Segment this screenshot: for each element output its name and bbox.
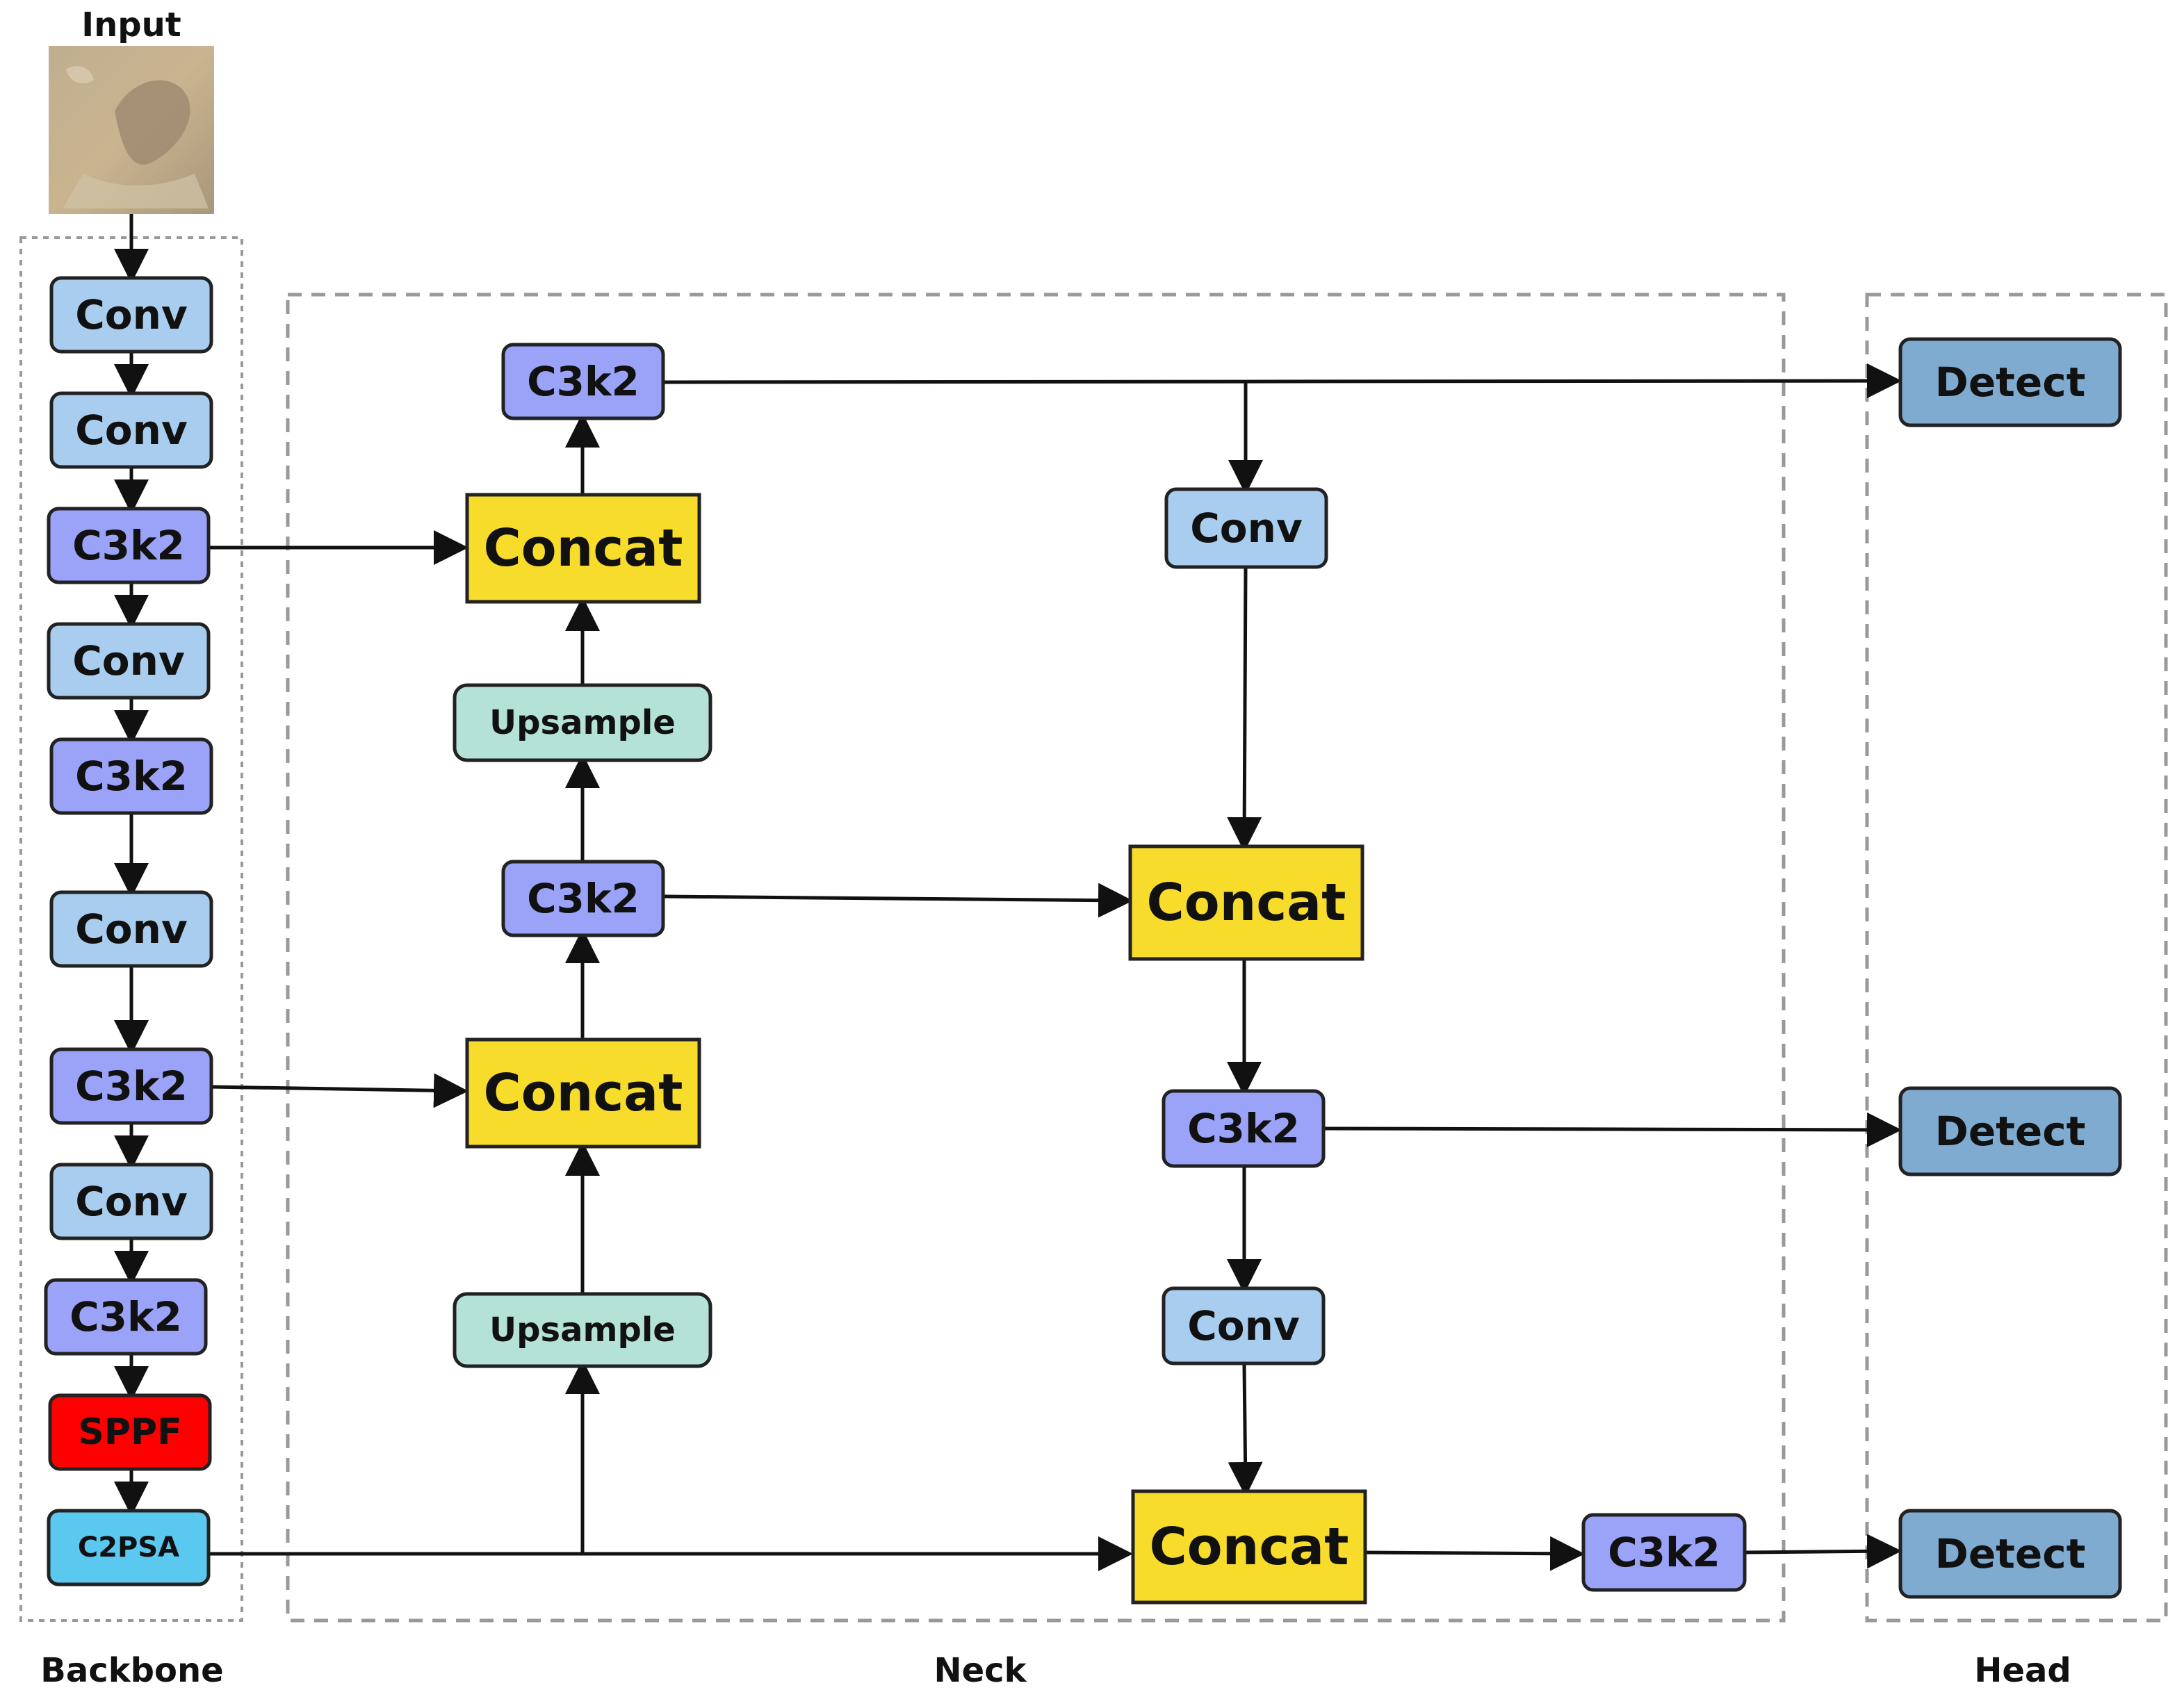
backbone-c3k2-2: C3k2 xyxy=(75,753,188,800)
backbone-c2psa-box xyxy=(47,1509,211,1586)
node-boxes xyxy=(44,276,2122,1605)
head-detect-3: Detect xyxy=(1934,1530,2086,1577)
neck-concat-1-box xyxy=(465,493,701,604)
head-detect-1: Detect xyxy=(1934,359,2086,406)
neck-upsample-1-box xyxy=(453,683,712,762)
neck-c3k2-br: C3k2 xyxy=(1608,1529,1720,1576)
backbone-conv-5-box xyxy=(49,1163,213,1240)
backbone-frame xyxy=(19,236,243,1622)
backbone-conv-2-box xyxy=(49,391,213,469)
neck-conv-r2-box xyxy=(1162,1286,1326,1365)
neck-upsample-2: Upsample xyxy=(489,1311,676,1349)
neck-concat-3: Concat xyxy=(1146,873,1346,933)
neck-c3k2-mid-box xyxy=(501,860,665,937)
connectors xyxy=(114,214,1902,1571)
backbone-sppf: SPPF xyxy=(78,1411,182,1453)
neck-c3k2-r-box xyxy=(1162,1089,1326,1168)
backbone-c3k2-1: C3k2 xyxy=(72,522,185,569)
neck-c3k2-br-box xyxy=(1581,1513,1747,1592)
backbone-conv-2: Conv xyxy=(75,407,188,454)
neck-c3k2-top: C3k2 xyxy=(527,358,639,405)
neck-concat-2: Concat xyxy=(483,1063,683,1123)
input-image xyxy=(49,46,214,214)
backbone-sppf-box xyxy=(48,1393,212,1471)
neck-c3k2-r: C3k2 xyxy=(1187,1105,1300,1152)
neck-conv-r1-box xyxy=(1164,487,1328,569)
neck-label: Neck xyxy=(934,1651,1027,1690)
head-detect-1-box xyxy=(1898,337,2122,427)
neck-concat-1: Concat xyxy=(483,518,683,578)
head-detect-2-box xyxy=(1898,1086,2122,1176)
neck-upsample-1: Upsample xyxy=(489,703,676,742)
backbone-label: Backbone xyxy=(40,1651,224,1690)
backbone-conv-1-box xyxy=(49,276,213,354)
neck-frame xyxy=(286,293,1786,1623)
backbone-conv-4: Conv xyxy=(75,905,188,953)
head-frame xyxy=(1865,293,2168,1623)
input-label: Input xyxy=(81,6,181,44)
backbone-conv-3-box xyxy=(47,622,211,700)
backbone-c3k2-3-box xyxy=(49,1047,213,1125)
head-detect-2: Detect xyxy=(1934,1108,2086,1155)
backbone-c2psa: C2PSA xyxy=(77,1532,180,1564)
backbone-c3k2-3: C3k2 xyxy=(75,1063,188,1110)
neck-conv-r1: Conv xyxy=(1190,504,1303,552)
neck-upsample-2-box xyxy=(453,1292,712,1368)
backbone-conv-1: Conv xyxy=(75,291,188,338)
backbone-c3k2-4: C3k2 xyxy=(70,1293,182,1340)
neck-concat-2-box xyxy=(465,1037,701,1149)
backbone-c3k2-1-box xyxy=(47,507,211,584)
backbone-c3k2-2-box xyxy=(49,737,213,815)
neck-c3k2-top-box xyxy=(501,343,665,420)
backbone-c3k2-4-box xyxy=(44,1278,208,1356)
neck-concat-3-box xyxy=(1128,844,1364,961)
neck-conv-r2: Conv xyxy=(1187,1302,1300,1349)
backbone-conv-4-box xyxy=(49,890,213,968)
head-label: Head xyxy=(1974,1651,2071,1690)
backbone-conv-5: Conv xyxy=(75,1178,188,1225)
backbone-conv-3: Conv xyxy=(72,637,185,684)
neck-concat-4: Concat xyxy=(1149,1517,1349,1577)
head-detect-3-box xyxy=(1898,1509,2122,1599)
neck-concat-4-box xyxy=(1131,1489,1367,1605)
neck-c3k2-mid: C3k2 xyxy=(527,875,639,922)
